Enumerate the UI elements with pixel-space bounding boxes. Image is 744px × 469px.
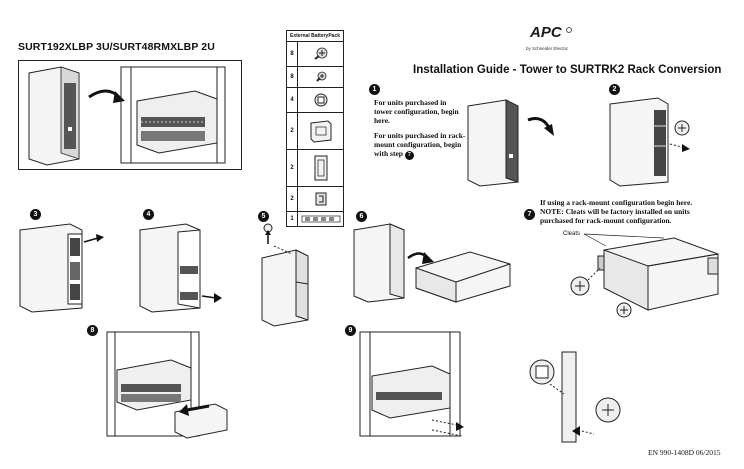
step-7-text: If using a rack-mount configuration begi… (540, 198, 693, 225)
pack-row: 8 (287, 67, 343, 88)
screw-phillips-icon (313, 47, 327, 60)
step-6-illustration (353, 223, 511, 303)
document-id: EN 990-1408D 06/2015 (648, 448, 721, 457)
pack-row: 1 (287, 212, 343, 226)
handle-clip-icon (315, 192, 326, 206)
step-1-badge: 1 (369, 84, 380, 95)
step-3-illustration (19, 223, 104, 313)
brand-logo: APC (530, 24, 562, 41)
pack-qty: 4 (287, 88, 298, 112)
step-7-illustration (570, 233, 719, 318)
pack-row: 8 (287, 42, 343, 67)
step-5-badge: 5 (258, 211, 269, 222)
brand-sub: by Schneider Electric (526, 46, 569, 51)
pack-qty: 2 (287, 113, 298, 149)
cleats-label: Cleats (563, 231, 581, 237)
pack-qty: 8 (287, 67, 298, 87)
step-4-illustration (139, 223, 222, 313)
step-9-illustration (359, 331, 464, 437)
step-9-badge: 9 (345, 325, 356, 336)
connector-strip-icon (301, 215, 340, 223)
step-1-illustration (467, 99, 554, 187)
pack-row: 4 (287, 88, 343, 113)
pack-row: 2 (287, 113, 343, 150)
page-title: Installation Guide - Tower to SURTRK2 Ra… (413, 64, 722, 76)
step-7-badge: 7 (524, 209, 535, 220)
step-3-badge: 3 (30, 209, 41, 220)
step-6-badge: 6 (356, 211, 367, 222)
pack-qty: 2 (287, 150, 298, 186)
brand-mark-icon (566, 27, 572, 33)
pack-qty: 8 (287, 42, 298, 66)
step-5-illustration (261, 223, 309, 327)
model-line: SURT192XLBP 3U/SURT48RMXLBP 2U (18, 41, 215, 53)
step-7-ref-badge: 7 (404, 151, 414, 160)
tower-to-rack-illustration (28, 66, 226, 166)
step-2-badge: 2 (609, 84, 620, 95)
pack-qty: 1 (287, 212, 298, 226)
step-8-illustration (106, 331, 228, 439)
pack-qty: 2 (287, 187, 298, 211)
step-4-badge: 4 (143, 209, 154, 220)
mounting-bracket-icon (310, 120, 331, 143)
battery-pack-heading: External BatteryPack (287, 31, 343, 42)
pack-row: 2 (287, 187, 343, 212)
pack-row: 2 (287, 150, 343, 187)
step-8-badge: 8 (87, 325, 98, 336)
screw-small-icon (315, 71, 326, 82)
cleat-plate-icon (314, 155, 327, 181)
battery-pack-table: External BatteryPack 8 8 4 2 2 2 1 (286, 30, 344, 227)
step-1-text-tower: For units purchased in tower configurati… (374, 98, 459, 125)
cage-nut-icon (314, 93, 327, 107)
step-1-rack-text: For units purchased in rack-mount config… (374, 131, 466, 158)
step-2-illustration (609, 97, 690, 187)
step-1-text-rack: For units purchased in rack-mount config… (374, 131, 466, 160)
rail-detail-illustration (529, 351, 621, 443)
overview-panel (18, 60, 242, 170)
